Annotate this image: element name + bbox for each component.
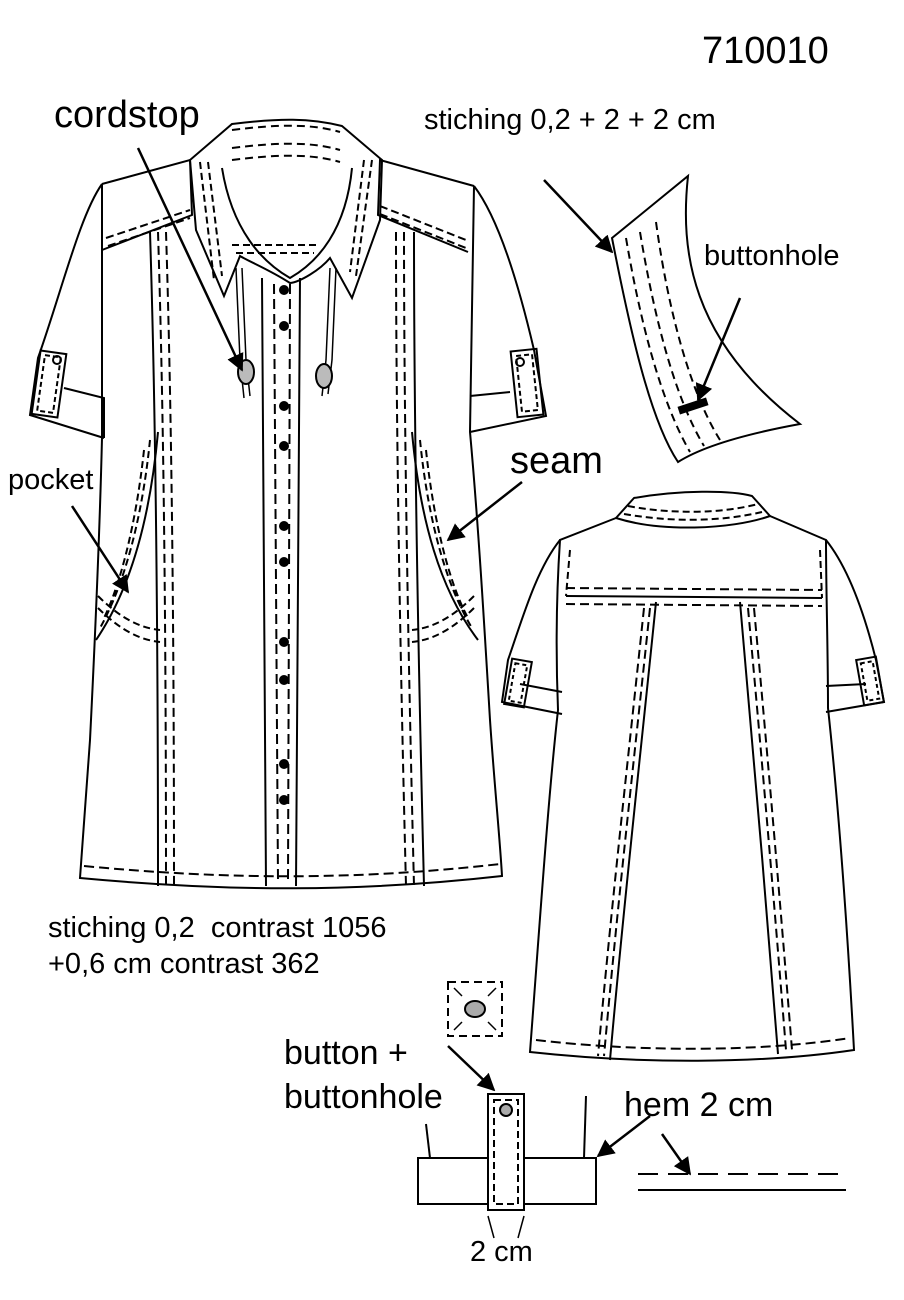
tab-strap-button-icon — [499, 1103, 513, 1117]
pocket-label: pocket — [8, 464, 94, 496]
back-left-sleeve-tab — [502, 657, 534, 709]
hem-sleeve-arrow — [596, 1115, 651, 1158]
front-collar — [188, 118, 384, 301]
front-button-3 — [279, 401, 289, 411]
back-left-panel-seam — [609, 601, 657, 1061]
back-body-outline — [528, 515, 856, 1062]
front-right-princess-seam — [413, 231, 425, 887]
buttonhole-label: buttonhole — [704, 240, 840, 272]
stitching-note-line2: +0,6 cm contrast 362 — [48, 948, 320, 980]
front-left-sleeve — [28, 183, 105, 439]
front-left-sleeve-tab — [30, 349, 68, 419]
back-left-sleeve — [500, 539, 563, 715]
front-button-8 — [279, 675, 289, 685]
collar-stitching-arrow — [543, 179, 614, 254]
collar-detail — [610, 173, 803, 464]
front-button-1 — [279, 285, 289, 295]
back-collar — [614, 490, 772, 529]
back-yoke — [565, 595, 823, 599]
tab-sleeve-edge-left — [425, 1123, 431, 1159]
button-label-line1: button + — [284, 1034, 408, 1072]
front-left-princess-seam — [149, 231, 159, 887]
collar-detail-outline — [610, 173, 803, 464]
style-number: 710010 — [702, 30, 829, 72]
front-left-sleeve-hem-line — [63, 387, 105, 438]
hem-arrow — [660, 1133, 692, 1176]
front-left-pocket — [95, 431, 159, 641]
sleeve-tab-detail — [417, 981, 597, 1239]
cordstop-arrow — [136, 147, 244, 372]
cordstop-label: cordstop — [54, 94, 200, 136]
stitching-note-line1: stiching 0,2 contrast 1056 — [48, 912, 387, 944]
front-button-4 — [279, 441, 289, 451]
collar-buttonhole-mark — [677, 397, 709, 415]
button-buttonhole-arrow — [447, 1045, 496, 1092]
front-button-7 — [279, 637, 289, 647]
tab-detail-button-icon — [464, 1000, 486, 1018]
front-button-9 — [279, 759, 289, 769]
front-right-sleeve-tab — [509, 347, 545, 419]
front-right-yoke — [376, 158, 475, 253]
front-body-outline — [78, 184, 504, 890]
pocket-arrow — [70, 505, 130, 594]
collar-stitching-label: stiching 0,2 + 2 + 2 cm — [424, 104, 716, 136]
buttonhole-arrow — [695, 297, 742, 402]
button-label-line2: buttonhole — [284, 1078, 443, 1116]
seam-arrow — [446, 481, 523, 542]
front-view — [28, 118, 548, 890]
front-button-5 — [279, 521, 289, 531]
callout-arrows — [70, 147, 742, 1176]
tab-detail-zoom-box — [447, 981, 503, 1037]
front-right-tab-button-icon — [515, 357, 525, 367]
back-right-panel-seam — [739, 601, 779, 1055]
front-left-tab-button-icon — [52, 355, 62, 365]
seam-label: seam — [510, 440, 603, 482]
front-right-pocket — [411, 431, 479, 641]
front-button-2 — [279, 321, 289, 331]
back-view — [500, 490, 886, 1062]
hem-label: hem 2 cm — [624, 1086, 774, 1124]
front-left-cordstop-icon — [237, 359, 255, 385]
front-right-cordstop-icon — [315, 363, 333, 389]
tab-sleeve-edge-right — [583, 1095, 587, 1159]
tab-width-label: 2 cm — [470, 1236, 533, 1268]
front-button-10 — [279, 795, 289, 805]
front-placket — [261, 277, 301, 887]
back-right-sleeve-tab — [854, 655, 886, 707]
front-button-6 — [279, 557, 289, 567]
hem-detail — [638, 1173, 846, 1191]
front-neckline — [221, 167, 353, 280]
front-right-sleeve-hem-line — [469, 391, 511, 397]
front-buttons — [279, 285, 289, 805]
